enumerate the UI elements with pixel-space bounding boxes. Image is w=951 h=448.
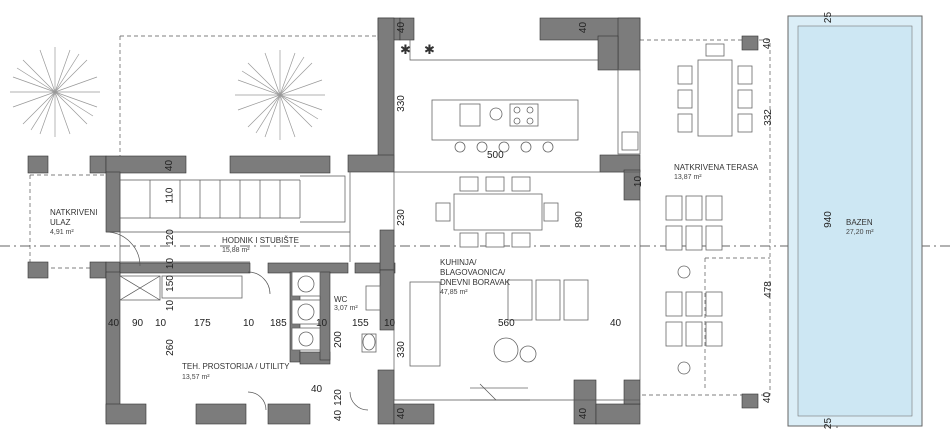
utility-area: 13,57 m² <box>182 374 210 381</box>
living-name-3: DNEVNI BORAVAK <box>440 278 510 287</box>
living-name-1: KUHINJA/ <box>440 258 477 267</box>
dim-right-1: 332 <box>762 109 774 126</box>
hob-icon <box>489 107 503 121</box>
wc-name: WC <box>334 295 348 304</box>
living-area: 47,85 m² <box>440 289 468 296</box>
hob-icon <box>509 103 539 127</box>
dim-left-8: 120 <box>332 389 344 406</box>
dim-wc-0: 200 <box>332 331 344 348</box>
dim-kitchen-2: 230 <box>395 209 407 226</box>
dim-bottom-0: 40 <box>108 318 120 329</box>
pool-area: 27,20 m² <box>846 229 874 236</box>
dining-table <box>435 176 559 248</box>
dim-kitchen-3: 330 <box>395 341 407 358</box>
dim-left-1: 110 <box>164 187 176 204</box>
dim-left-3: 10 <box>165 257 177 270</box>
dim-left-4: 150 <box>164 275 176 292</box>
utility-name: TEH. PROSTORIJA / UTILITY <box>182 362 290 371</box>
dim-bottom-7: 155 <box>352 318 369 329</box>
dim-right-3: 40 <box>762 391 774 404</box>
sofa <box>409 279 589 389</box>
dim-kitchen-width: 500 <box>487 150 504 161</box>
dim-kitchen-top: 40 <box>578 21 590 34</box>
terrace-area: 13,87 m² <box>674 174 702 181</box>
dim-right-2: 478 <box>762 281 774 298</box>
dim-kitchen-0: 40 <box>396 21 408 34</box>
dim-left-9: 40 <box>333 409 345 422</box>
dim-bottom-1: 90 <box>132 318 144 329</box>
living-name-2: BLAGOVAONICA/ <box>440 268 506 277</box>
terrace-name: NATKRIVENA TERASA <box>674 163 759 172</box>
dim-left-0: 40 <box>164 159 176 172</box>
dim-left-6: 260 <box>164 339 176 356</box>
hall-name: HODNIK I STUBIŠTE <box>222 236 299 245</box>
entry-name-line2: ULAZ <box>50 218 71 227</box>
dim-living-depth: 890 <box>573 211 585 228</box>
dim-bottom-8: 10 <box>384 318 396 329</box>
dim-left-2: 120 <box>164 229 176 246</box>
dim-bottom-3: 175 <box>194 318 211 329</box>
sink-icon <box>459 103 481 127</box>
dim-pool-1: 940 <box>822 211 834 228</box>
pool-name: BAZEN <box>846 218 873 227</box>
dim-bottom-4: 10 <box>243 318 255 329</box>
snowflake-icon: ✱ <box>424 43 435 58</box>
dim-kitchen-bottom: 40 <box>578 407 590 420</box>
entry-area: 4,91 m² <box>50 229 74 236</box>
hall-area: 15,88 m² <box>222 247 250 254</box>
washing-machine-icon <box>291 271 321 351</box>
dim-right-0: 40 <box>762 37 774 50</box>
palm-tree-icon <box>235 50 325 140</box>
wc-area: 3,07 m² <box>334 305 358 312</box>
dim-kitchen-1: 330 <box>395 95 407 112</box>
dim-kitchen-4: 40 <box>396 407 408 420</box>
terrace-dining-table <box>677 43 753 137</box>
snowflake-icon: ✱ <box>400 43 411 58</box>
dim-bottom-2: 10 <box>155 318 167 329</box>
dim-stair-side: 10 <box>633 175 645 188</box>
toilet-icon <box>361 333 377 353</box>
staircase <box>120 175 346 223</box>
dim-left-5: 10 <box>165 299 177 312</box>
dim-bottom-10: 40 <box>610 318 622 329</box>
entry-name: NATKRIVENI <box>50 208 98 217</box>
walls <box>27 17 759 425</box>
dim-pool-2: 25 <box>823 417 835 430</box>
kitchen-island <box>431 99 579 141</box>
dim-wc-1: 40 <box>311 384 323 395</box>
dim-bottom-6: 10 <box>316 318 328 329</box>
sun-loungers <box>665 195 723 375</box>
dim-bottom-5: 185 <box>270 318 287 329</box>
dim-bottom-9: 560 <box>498 318 515 329</box>
dim-pool-0: 25 <box>823 11 835 24</box>
palm-tree-icon <box>10 47 100 137</box>
